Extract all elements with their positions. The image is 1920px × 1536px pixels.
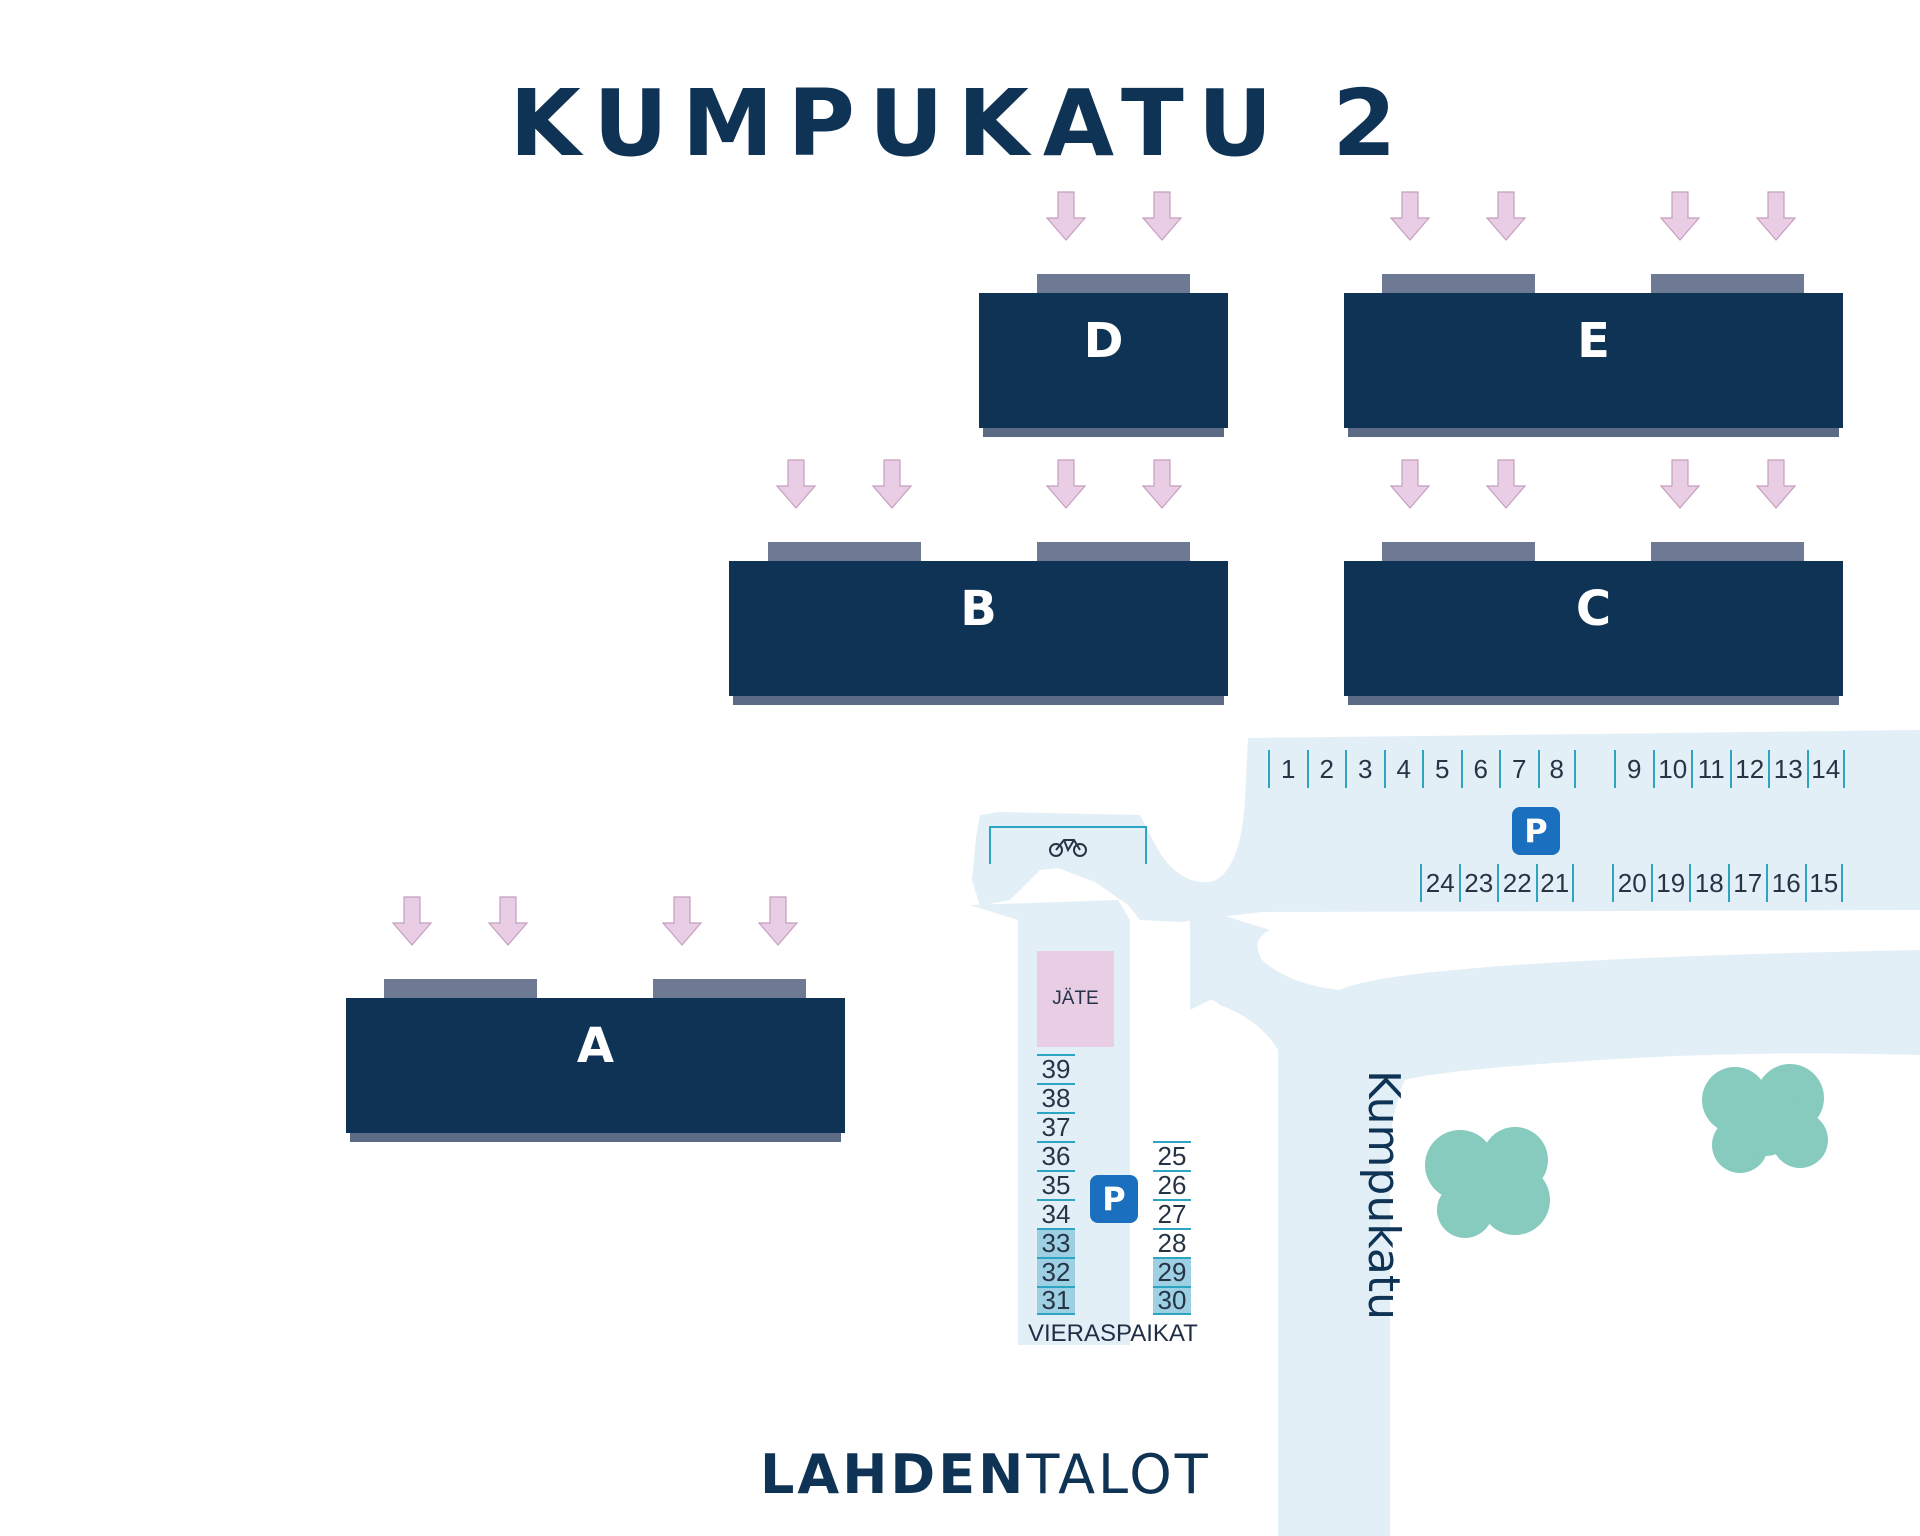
building-label: E [1577,313,1610,369]
parking-slot: 34 [1037,1199,1075,1229]
parking-sign-icon: P [1090,1175,1138,1223]
parking-slot: 14 [1806,750,1845,788]
entrance-arrow-icon [662,896,702,946]
entrance-arrow-icon [1486,459,1526,509]
entrance-arrow-icon [872,459,912,509]
parking-slot: 21 [1535,864,1574,902]
building-d: D [979,293,1228,437]
parking-slot: 17 [1727,864,1767,902]
entrance-arrow-icon [488,896,528,946]
parking-slot: 23 [1458,864,1498,902]
parking-slot: 31 [1037,1285,1075,1315]
parking-slot: 26 [1153,1170,1191,1200]
parking-slot: 30 [1153,1285,1191,1315]
parking-slot: 4 [1383,750,1423,788]
canopy [653,979,806,998]
parking-slot: 15 [1804,864,1843,902]
parking-slot: 29 [1153,1257,1191,1287]
parking-slot: 11 [1691,750,1730,788]
parking-slot: 38 [1037,1083,1075,1113]
entrance-arrow-icon [1756,459,1796,509]
lahdentalot-logo: LAHDENTALOT [760,1443,1211,1506]
entrance-arrow-icon [1046,191,1086,241]
street-name: Kumpukatu [1358,1070,1409,1321]
bicycle-rack [989,826,1147,864]
logo-regular: TALOT [1026,1443,1211,1506]
parking-slot: 6 [1460,750,1500,788]
parking-slot: 19 [1650,864,1690,902]
waste-area: JÄTE [1037,951,1114,1047]
building-label: D [1083,313,1124,369]
parking-slot: 27 [1153,1199,1191,1229]
building-label: A [576,1018,615,1074]
parking-slot: 3 [1345,750,1384,788]
entrance-arrow-icon [1660,459,1700,509]
parking-slot: 25 [1153,1141,1191,1171]
parking-slot: 10 [1652,750,1692,788]
parking-slot: 20 [1612,864,1651,902]
entrance-arrow-icon [1046,459,1086,509]
parking-slot: 36 [1037,1141,1075,1171]
entrance-arrow-icon [1756,191,1796,241]
bicycle-icon [1049,839,1087,857]
parking-slot: 37 [1037,1112,1075,1142]
canopy [1651,274,1804,293]
logo-bold: LAHDEN [760,1443,1027,1506]
parking-slot: 12 [1729,750,1769,788]
building-e: E [1344,293,1843,437]
canopy [768,542,921,561]
canopy [1037,542,1190,561]
entrance-arrow-icon [1142,191,1182,241]
parking-slot: 13 [1768,750,1807,788]
parking-slot: 8 [1537,750,1576,788]
page-title: KUMPUKATU 2 [509,70,1411,177]
entrance-arrow-icon [1390,459,1430,509]
canopy [1382,542,1535,561]
parking-slot: 39 [1037,1054,1075,1084]
canopy [1037,274,1190,293]
building-c: C [1344,561,1843,705]
parking-slot: 1 [1268,750,1307,788]
canopy [1651,542,1804,561]
parking-slot: 16 [1766,864,1805,902]
parking-slot: 7 [1499,750,1538,788]
entrance-arrow-icon [1660,191,1700,241]
parking-slot: 33 [1037,1228,1075,1258]
entrance-arrow-icon [1486,191,1526,241]
parking-slot: 5 [1422,750,1461,788]
canopy [384,979,537,998]
parking-lot-area [972,730,1920,922]
guest-parking-label: VIERASPAIKAT [1028,1320,1198,1347]
parking-slot: 32 [1037,1257,1075,1287]
parking-slot: 24 [1420,864,1459,902]
building-a: A [346,998,845,1142]
kumpukatu-road [1190,905,1920,1536]
entrance-arrow-icon [1142,459,1182,509]
parking-slot: 35 [1037,1170,1075,1200]
building-label: B [960,581,997,637]
parking-slot: 18 [1689,864,1728,902]
parking-slot: 22 [1497,864,1536,902]
entrance-arrow-icon [392,896,432,946]
parking-slot: 2 [1306,750,1346,788]
parking-slot: 9 [1614,750,1653,788]
parking-slot: 28 [1153,1228,1191,1258]
building-b: B [729,561,1228,705]
entrance-arrow-icon [1390,191,1430,241]
entrance-arrow-icon [776,459,816,509]
entrance-arrow-icon [758,896,798,946]
building-label: C [1575,581,1612,637]
parking-sign-icon: P [1512,807,1560,855]
canopy [1382,274,1535,293]
